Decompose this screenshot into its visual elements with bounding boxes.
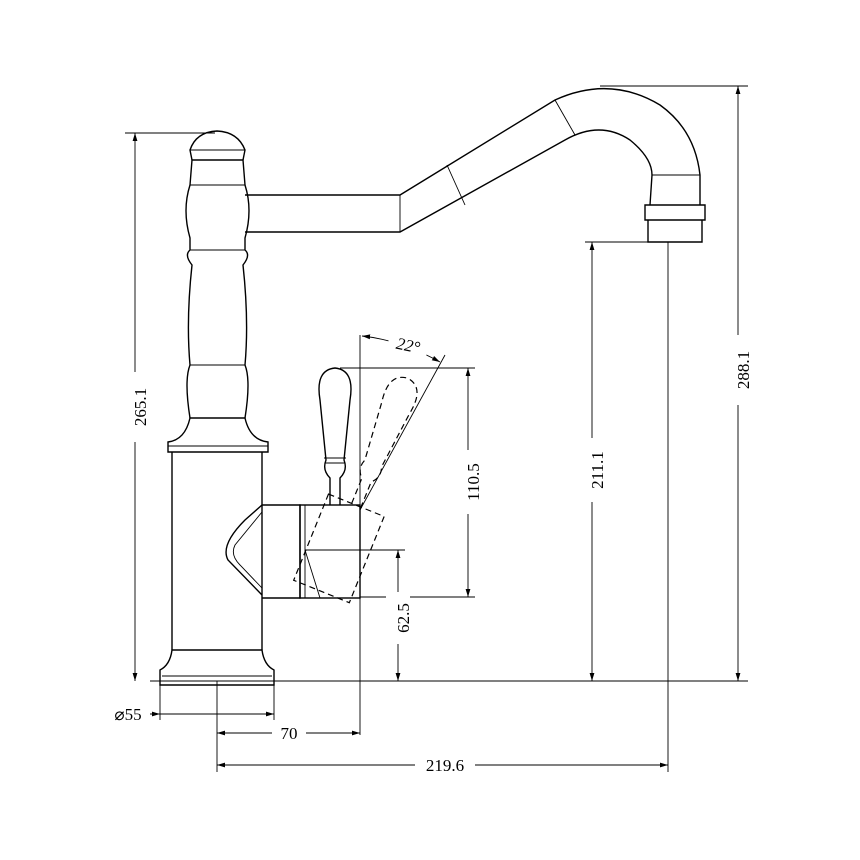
faucet-outline: [159, 87, 706, 686]
dim-handle-axis-height: 62.5: [394, 603, 413, 633]
dim-overall-height: 288.1: [734, 351, 753, 389]
dim-base-diameter: ⌀55: [114, 705, 141, 724]
dim-spout-outlet-height: 211.1: [588, 451, 607, 489]
dim-overall-body-height: 265.1: [131, 388, 150, 426]
dim-handle-height: 110.5: [464, 463, 483, 501]
dim-handle-offset: 70: [281, 724, 298, 743]
dim-handle-angle: 22°: [395, 334, 422, 358]
dim-spout-reach: 219.6: [426, 756, 464, 775]
dimension-labels: 265.1 288.1 211.1 110.5 62.5 22° ⌀55 70 …: [114, 331, 753, 775]
dimension-lines: [125, 85, 748, 772]
